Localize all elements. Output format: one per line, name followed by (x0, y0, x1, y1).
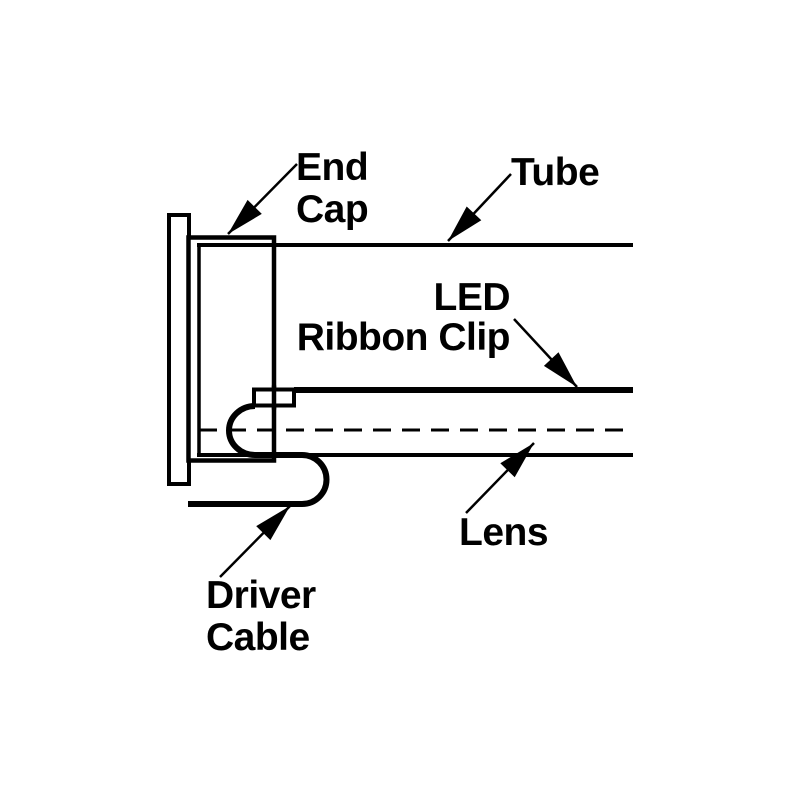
driver-cable-arrowhead-icon (256, 506, 290, 541)
lens-label-text: Lens (459, 511, 549, 554)
led-ribbon-clip-label-line1: LED (433, 276, 511, 319)
leader-arrow-driver-cable (219, 505, 291, 578)
end-cap-arrowhead-icon (228, 199, 262, 234)
driver-cable-curve (188, 403, 330, 507)
leader-arrow-tube (447, 173, 512, 242)
driver-cable-label-line2: Cable (206, 616, 310, 659)
end-cap-label-line2: Cap (296, 188, 369, 231)
driver-cable-label-line1: Driver (206, 574, 316, 617)
driver-cable-label: Driver Cable (206, 575, 316, 659)
tube-label-text: Tube (511, 151, 600, 194)
leader-arrow-lens (465, 442, 535, 514)
lens-label: Lens (459, 511, 549, 554)
leader-arrow-end-cap (227, 163, 298, 235)
led-ribbon-clip-label: LED Ribbon Clip (296, 276, 511, 359)
leader-arrow-led-ribbon-clip (513, 318, 578, 388)
mounting-plate (167, 213, 191, 486)
tube-label: Tube (511, 151, 600, 194)
tube-arrowhead-icon (448, 206, 482, 241)
lens-arrowhead-icon (500, 443, 534, 478)
led-ribbon-clip-label-line2: Ribbon Clip (296, 316, 511, 359)
end-cap-label: End Cap (296, 146, 369, 231)
end-cap-label-line1: End (296, 146, 369, 189)
led-ribbon-clip-arrowhead-icon (543, 352, 577, 387)
